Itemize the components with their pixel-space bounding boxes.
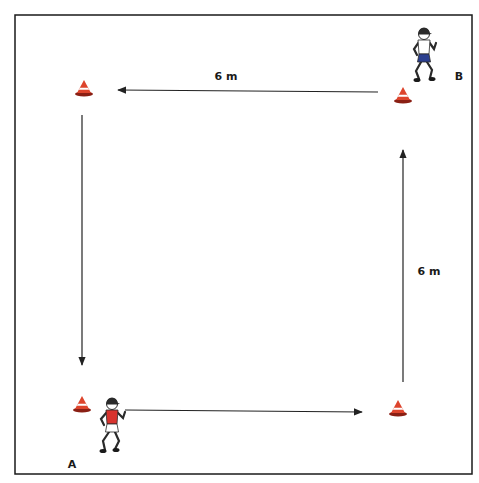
player-label-box: B bbox=[453, 66, 465, 84]
cones bbox=[73, 80, 412, 417]
dimension-label: 6 m bbox=[416, 265, 443, 279]
run-arrow bbox=[402, 150, 403, 382]
player-figure bbox=[414, 28, 437, 83]
run-arrow bbox=[125, 410, 362, 412]
cone-marker bbox=[73, 396, 91, 413]
player-label: B bbox=[453, 70, 465, 84]
run-arrow bbox=[81, 115, 82, 365]
dimension-label-box: 6 m bbox=[416, 261, 443, 279]
player-label: A bbox=[66, 458, 79, 472]
cone-marker bbox=[389, 400, 407, 417]
cone-marker bbox=[75, 80, 93, 97]
field-border bbox=[15, 15, 472, 474]
dimension-label: 6 m bbox=[213, 70, 240, 84]
player-figure bbox=[100, 398, 126, 454]
dimension-label-box: 6 m bbox=[213, 66, 240, 84]
run-arrow bbox=[118, 90, 378, 92]
player-label-box: A bbox=[66, 454, 79, 472]
run-arrows bbox=[82, 90, 403, 412]
cone-marker bbox=[394, 87, 412, 104]
